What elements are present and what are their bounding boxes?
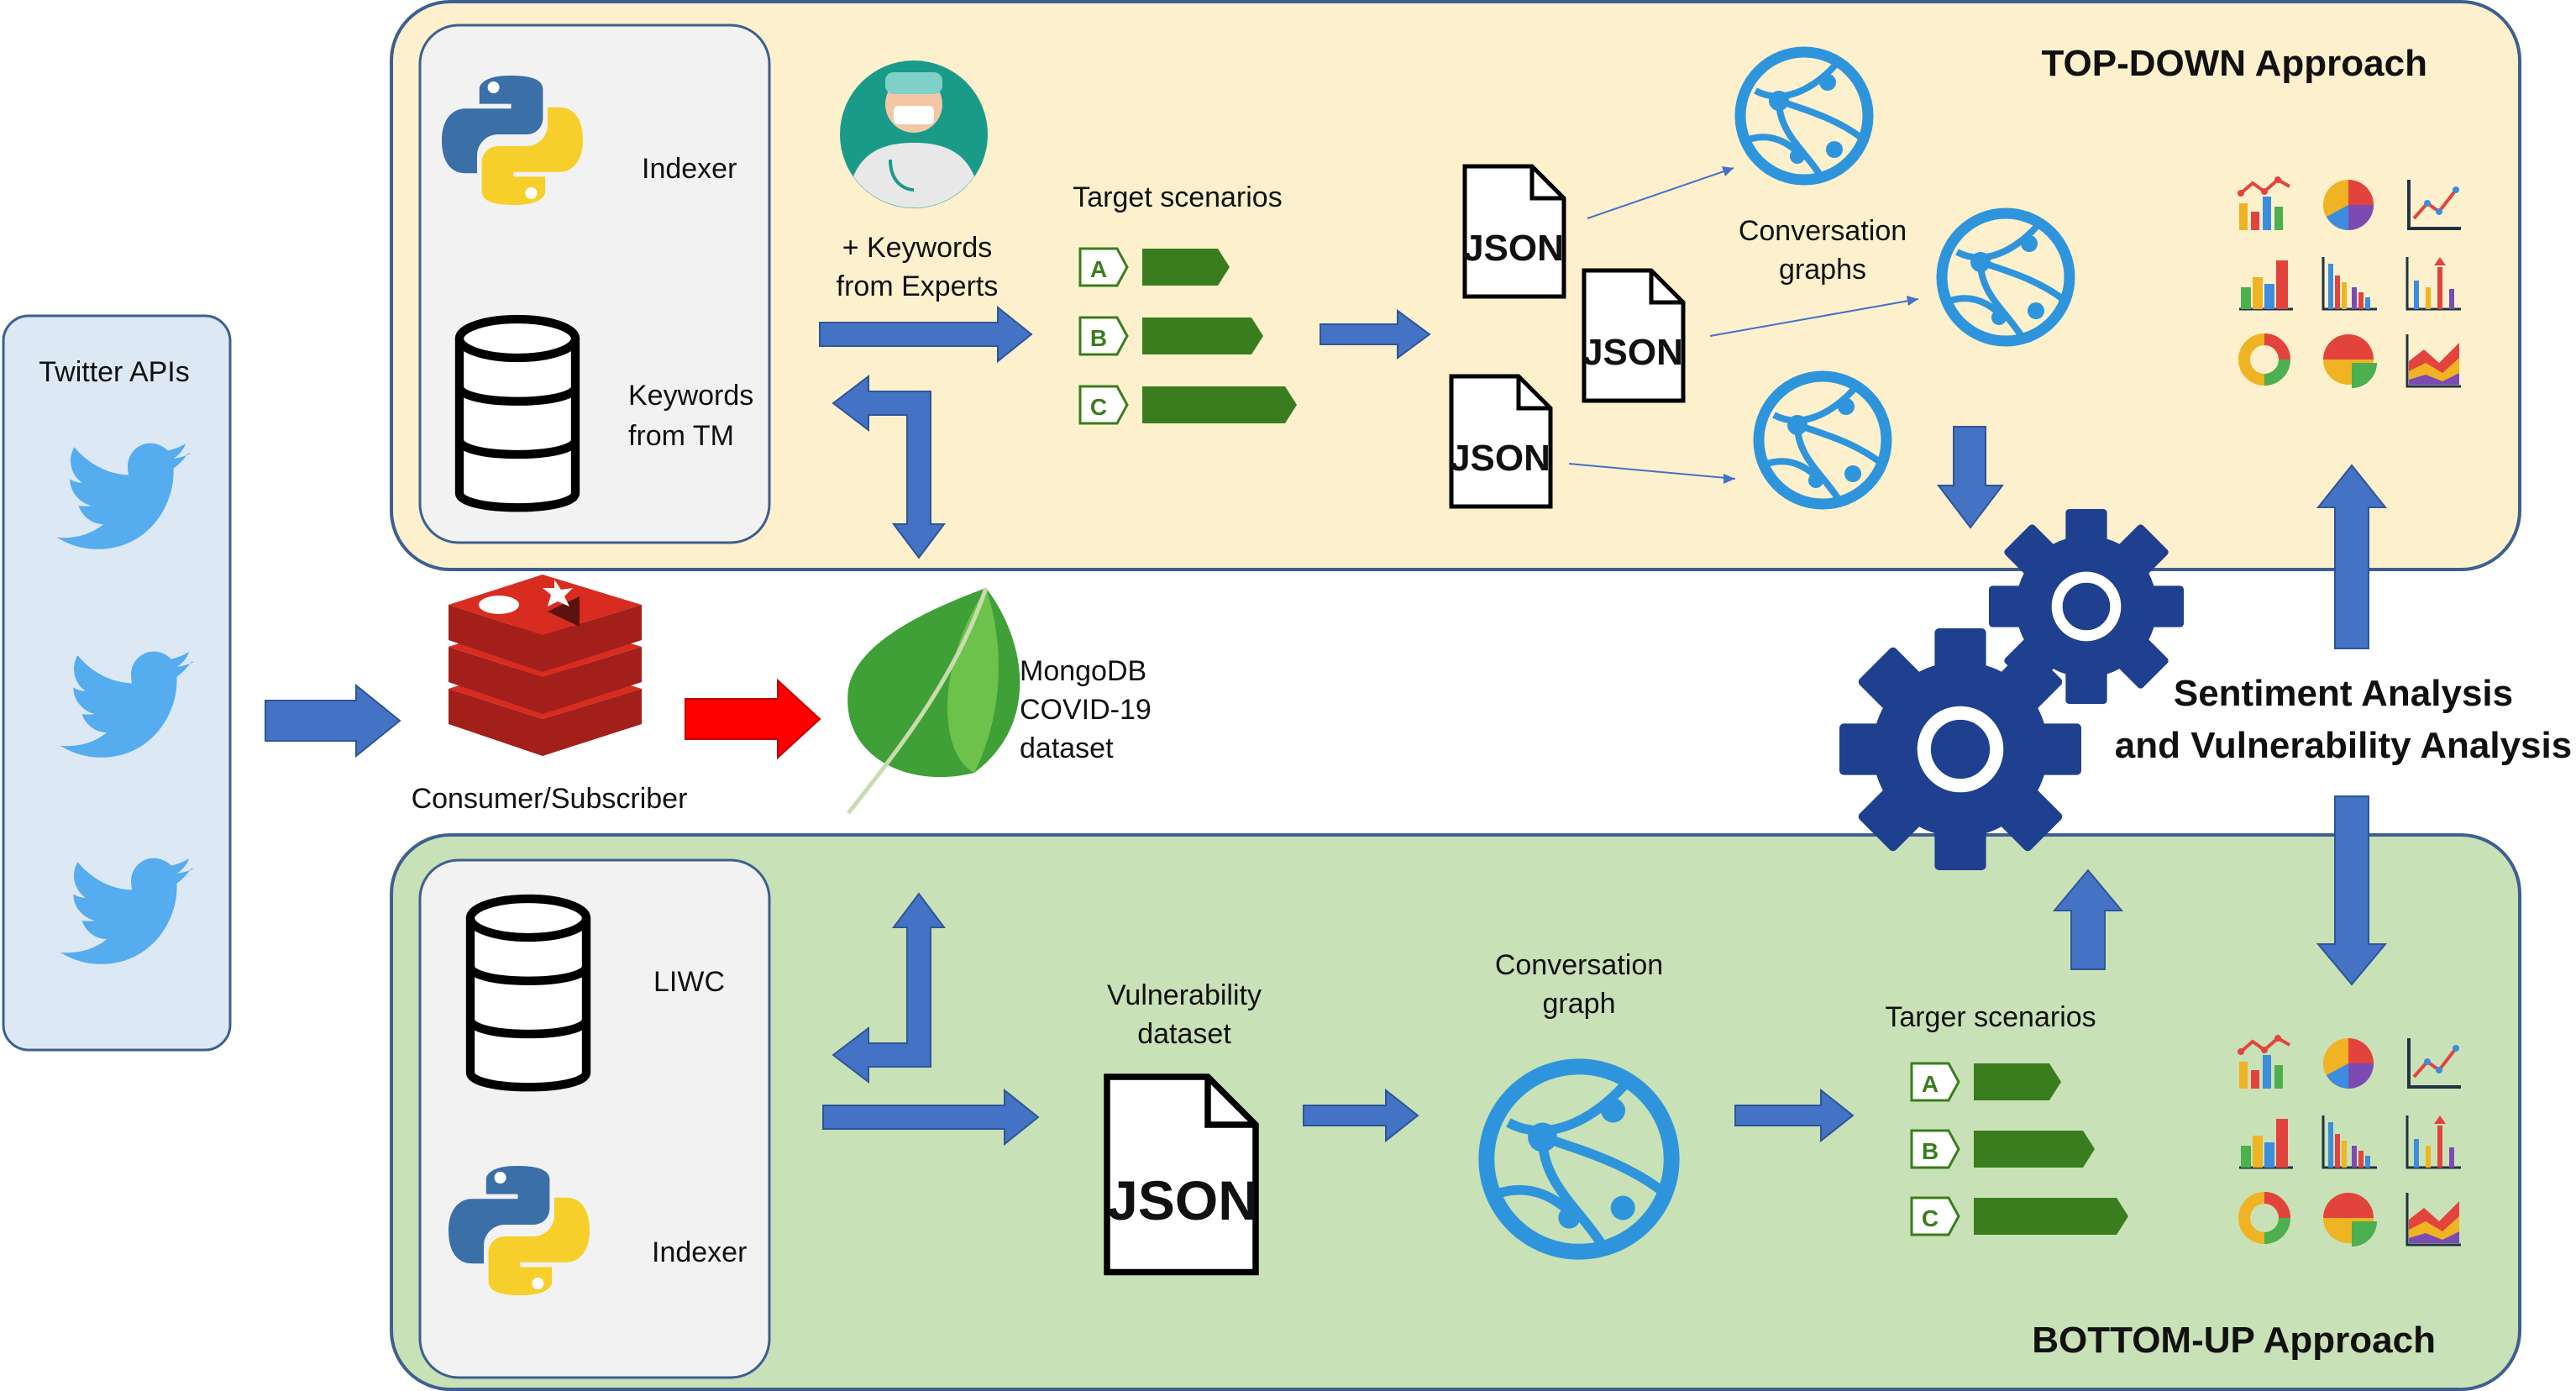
arrow-right: [1734, 1088, 1855, 1143]
arrow-right: [822, 1088, 1040, 1147]
scenario-b-label: B: [1090, 325, 1107, 351]
scenario-c-bar: [1974, 1198, 2128, 1235]
targer-scenarios-title: Targer scenarios: [1885, 1001, 2096, 1033]
arrow-down: [2316, 795, 2388, 986]
link-line: [1709, 298, 1919, 337]
conversation-graph-label-1: Conversation: [1495, 949, 1663, 981]
consumer-subscriber-label: Consumer/Subscriber: [412, 783, 688, 815]
keywords-tm-label-2: from TM: [628, 420, 734, 452]
arrow-down: [1936, 426, 2005, 529]
keywords-tm-label-1: Keywords: [628, 380, 753, 412]
json-label: JSON: [1463, 228, 1564, 269]
indexer-label: Indexer: [642, 153, 737, 185]
scenario-b-bar: [1142, 318, 1263, 354]
conversation-graph-label-2: graph: [1543, 988, 1616, 1020]
json-file-icon: JSON: [1107, 1077, 1258, 1273]
targer-scenarios: A B C: [1910, 1062, 2128, 1236]
scenario-a-bar: [1142, 249, 1230, 286]
link-line: [1568, 463, 1736, 480]
vulnerability-dataset-label-2: dataset: [1137, 1018, 1231, 1050]
scenario-c-bar: [1142, 386, 1297, 423]
mongodb-label-1: MongoDB: [1020, 655, 1146, 687]
indexer-label: Indexer: [652, 1236, 747, 1268]
scenario-c-label: C: [1922, 1205, 1939, 1231]
arrow-up: [2052, 869, 2124, 970]
top-down-title: TOP-DOWN Approach: [2041, 43, 2427, 84]
arrow-elbow: [832, 892, 946, 1084]
arrow-right: [1303, 1088, 1419, 1143]
database-icon: [470, 899, 586, 1087]
database-icon: [459, 319, 575, 507]
conversation-graphs-label-1: Conversation: [1739, 215, 1907, 247]
experts-label-1: + Keywords: [842, 232, 993, 264]
arrow-right: [819, 305, 1033, 364]
target-scenarios: A B C: [1078, 247, 1297, 425]
link-line: [1587, 167, 1734, 219]
target-scenarios-title: Target scenarios: [1073, 181, 1282, 213]
vulnerability-dataset-label-1: Vulnerability: [1107, 979, 1262, 1011]
mongodb-leaf-icon: [847, 587, 1020, 815]
scenario-b-label: B: [1922, 1138, 1939, 1164]
red-arrow-right: [685, 678, 821, 760]
arrow-up: [2316, 464, 2388, 649]
redis-icon: [449, 575, 642, 756]
arrow-right: [1319, 309, 1431, 360]
json-file-icon: JSON: [1463, 166, 1564, 297]
arrow-elbow: [832, 374, 946, 559]
gear-icon: [1839, 628, 2081, 870]
json-file-icon: JSON: [1450, 376, 1550, 507]
bottom-up-title: BOTTOM-UP Approach: [2032, 1320, 2436, 1361]
experts-label-2: from Experts: [837, 270, 999, 302]
scenario-a-label: A: [1090, 256, 1107, 282]
json-label: JSON: [1582, 332, 1683, 373]
analysis-label-2: and Vulnerability Analysis: [2115, 725, 2572, 766]
arrow-right: [265, 683, 401, 758]
liwc-label: LIWC: [653, 966, 725, 998]
mongodb-label-2: COVID-19: [1020, 694, 1152, 726]
conversation-graphs-label-2: graphs: [1779, 254, 1866, 286]
analysis-label-1: Sentiment Analysis: [2174, 673, 2513, 714]
json-file-icon: JSON: [1582, 270, 1683, 401]
json-label: JSON: [1450, 438, 1550, 479]
flow-arrows: [265, 305, 2388, 1147]
scenario-a-label: A: [1922, 1071, 1939, 1097]
scenario-a-bar: [1974, 1063, 2061, 1100]
twitter-apis-title: Twitter APIs: [39, 356, 190, 388]
doctor-icon: [840, 60, 988, 208]
scenario-c-label: C: [1090, 394, 1107, 420]
mongodb-label-3: dataset: [1020, 732, 1114, 764]
scenario-b-bar: [1974, 1131, 2095, 1168]
json-label: JSON: [1107, 1169, 1258, 1231]
